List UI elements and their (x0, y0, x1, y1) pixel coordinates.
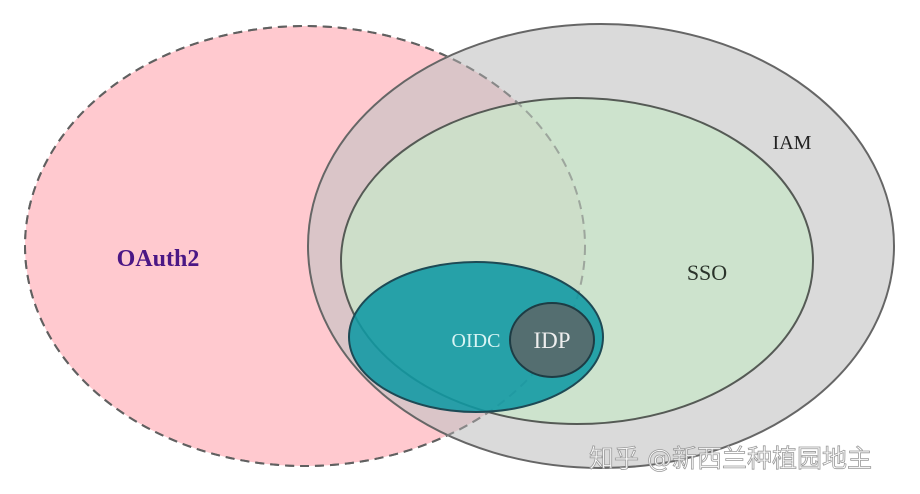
sso-label: SSO (687, 260, 727, 285)
idp-label: IDP (533, 328, 570, 353)
oidc-label: OIDC (452, 330, 501, 352)
iam-label: IAM (773, 132, 812, 154)
idp-set (509, 302, 595, 378)
oauth2-outline-overlay (24, 25, 586, 467)
oauth2-label: OAuth2 (117, 246, 200, 272)
watermark-text: 知乎 @新西兰种植园地主 (589, 444, 872, 473)
